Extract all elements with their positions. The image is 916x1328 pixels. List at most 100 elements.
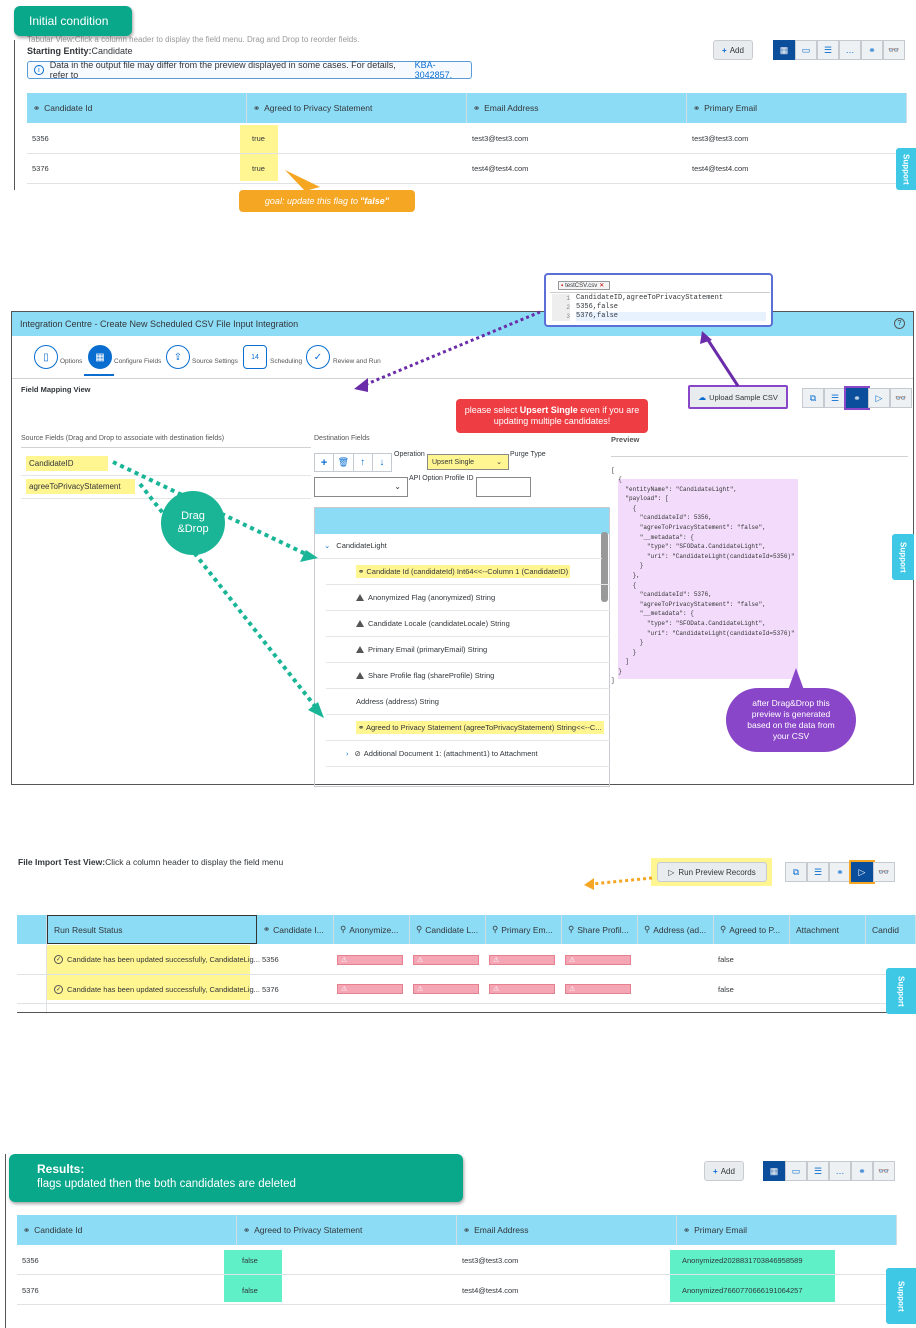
move-down-icon[interactable]: ↓: [379, 457, 385, 468]
table-cell: false: [718, 984, 734, 994]
view-toggle[interactable]: ▦▭☰…⚭👓: [773, 40, 905, 60]
copy-icon[interactable]: ⧉: [785, 862, 807, 882]
preview-line: "type": "SFOData.CandidateLight",: [611, 543, 766, 551]
col-anonymized[interactable]: ⚲Anonymize...: [334, 915, 410, 944]
col-candidate-id[interactable]: ⚭Candidate Id: [17, 1215, 237, 1245]
pin-icon: ⚲: [720, 924, 727, 934]
tree-root[interactable]: ⌄CandidateLight: [324, 541, 387, 550]
view-toggle[interactable]: ⧉☰⚭▷👓: [785, 860, 895, 884]
more-icon[interactable]: …: [829, 1161, 851, 1181]
col-agreed-privacy[interactable]: ⚲Agreed to P...: [714, 915, 790, 944]
link-off-icon: ⚭: [358, 723, 366, 732]
preview-line: {: [611, 476, 622, 483]
review-run-step-icon[interactable]: ✓: [306, 345, 330, 369]
col-attachment[interactable]: Attachment: [790, 915, 866, 944]
col-primary-email[interactable]: ⚭Primary Email: [677, 1215, 897, 1245]
glasses-icon[interactable]: 👓: [873, 1161, 895, 1181]
api-option-profile-input[interactable]: [476, 477, 531, 497]
glasses-icon[interactable]: 👓: [873, 862, 895, 882]
col-email[interactable]: ⚭Email Address: [457, 1215, 677, 1245]
col-candidate-id[interactable]: ⚭Candidate Id: [27, 93, 247, 123]
grid-icon[interactable]: ▦: [763, 1161, 785, 1181]
link-off-icon[interactable]: ⚭: [844, 386, 870, 410]
tree-item-agreed-privacy[interactable]: ⚭ Agreed to Privacy Statement (agreeToPr…: [326, 715, 610, 741]
support-tab[interactable]: Support: [896, 148, 916, 190]
step-options[interactable]: Options: [60, 358, 83, 365]
support-tab[interactable]: Support: [892, 534, 914, 580]
preview-json: [618, 479, 798, 679]
col-run-result-status[interactable]: Run Result Status: [47, 915, 257, 944]
list-icon[interactable]: ☰: [817, 40, 839, 60]
after-dragdrop-note: after Drag&Drop this preview is generate…: [726, 688, 856, 752]
list-icon[interactable]: ☰: [824, 388, 846, 408]
step-configure-fields[interactable]: Configure Fields: [114, 358, 162, 365]
help-icon[interactable]: ?: [894, 318, 905, 329]
play-icon[interactable]: ▷: [849, 860, 875, 884]
link-off-icon[interactable]: ⚭: [861, 40, 883, 60]
copy-icon[interactable]: ⧉: [802, 388, 824, 408]
glasses-icon[interactable]: 👓: [883, 40, 905, 60]
tree-item-primary-email[interactable]: Primary Email (primaryEmail) String: [326, 637, 610, 663]
list-icon[interactable]: ☰: [807, 862, 829, 882]
csv-editor-window: ▪testCSV.csv✕ 1 2 3 CandidateID,agreeToP…: [544, 273, 773, 327]
tree-item-anonymized[interactable]: Anonymized Flag (anonymized) String: [326, 585, 610, 611]
link-off-icon[interactable]: ⚭: [829, 862, 851, 882]
tree-item-attachment[interactable]: ›⊘Additional Document 1: (attachment1) t…: [326, 741, 610, 767]
col-candidate-more[interactable]: Candid: [866, 915, 916, 944]
support-tab[interactable]: Support: [886, 968, 916, 1014]
purge-type-select[interactable]: ⌄: [314, 477, 408, 497]
list-icon[interactable]: ▭: [795, 40, 817, 60]
source-field-candidateid[interactable]: CandidateID: [26, 456, 108, 471]
col-primary-email[interactable]: ⚭Primary Email: [687, 93, 907, 123]
tree-item-address[interactable]: Address (address) String: [326, 689, 610, 715]
add-button[interactable]: +Add: [704, 1161, 744, 1181]
tree-item-locale[interactable]: Candidate Locale (candidateLocale) Strin…: [326, 611, 610, 637]
col-candidate-id[interactable]: ⚭Candidate I...: [257, 915, 334, 944]
grid-icon[interactable]: ▦: [773, 40, 795, 60]
col-primary-email[interactable]: ⚲Primary Em...: [486, 915, 562, 944]
tree-scrollbar[interactable]: [601, 532, 608, 602]
tree-item-candidate-id[interactable]: ⚭ Candidate Id (candidateId) Int64<<--Co…: [326, 559, 610, 585]
kba-link[interactable]: KBA-3042857.: [414, 60, 453, 80]
step-scheduling[interactable]: Scheduling: [270, 358, 303, 365]
view-toggle[interactable]: ▦▭☰…⚭👓: [763, 1161, 895, 1181]
play-icon[interactable]: ▷: [868, 388, 890, 408]
step-source-settings[interactable]: Source Settings: [192, 358, 238, 365]
run-preview-records-button[interactable]: ▷Run Preview Records: [657, 862, 767, 882]
col-agreed-privacy[interactable]: ⚭Agreed to Privacy Statement: [247, 93, 467, 123]
link-off-icon[interactable]: ⚭: [851, 1161, 873, 1181]
col-email[interactable]: ⚭Email Address: [467, 93, 687, 123]
add-icon[interactable]: +: [315, 454, 335, 471]
run-status-cell: ✓Candidate has been updated successfully…: [54, 954, 260, 964]
preview-line: "agreeToPrivacyStatement": "false",: [611, 600, 766, 608]
close-icon[interactable]: ✕: [599, 283, 605, 289]
glasses-icon[interactable]: 👓: [890, 388, 912, 408]
add-button[interactable]: +Add: [713, 40, 753, 60]
api-option-profile-label: API Option Profile ID: [409, 475, 474, 482]
list-icon[interactable]: ▭: [785, 1161, 807, 1181]
view-toggle[interactable]: ⧉☰⚭▷👓: [802, 386, 912, 410]
move-up-icon[interactable]: ↑: [354, 454, 373, 471]
configure-fields-step-icon[interactable]: ▦: [88, 345, 112, 369]
more-icon[interactable]: …: [839, 40, 861, 60]
support-tab[interactable]: Support: [886, 1268, 916, 1324]
source-settings-step-icon[interactable]: ⇪: [166, 345, 190, 369]
preview-line: "candidateId": 5356,: [611, 514, 712, 522]
delete-icon[interactable]: 🗑: [334, 454, 354, 471]
col-candidate-locale[interactable]: ⚲Candidate L...: [410, 915, 486, 944]
col-agreed-privacy[interactable]: ⚭Agreed to Privacy Statement: [237, 1215, 457, 1245]
source-field-agree[interactable]: agreeToPrivacyStatement: [26, 479, 135, 494]
table-cell: 5376: [262, 984, 279, 994]
operation-select[interactable]: Upsert Single⌄: [427, 454, 509, 470]
scheduling-step-icon[interactable]: 14: [243, 345, 267, 369]
col-share-profile[interactable]: ⚲Share Profil...: [562, 915, 638, 944]
initial-condition-banner: Initial condition: [14, 6, 132, 36]
link-off-icon: ⚭: [473, 102, 481, 113]
list-icon[interactable]: ☰: [807, 1161, 829, 1181]
options-step-icon[interactable]: ▯: [34, 345, 58, 369]
tree-item-share-profile[interactable]: Share Profile flag (shareProfile) String: [326, 663, 610, 689]
info-icon: i: [34, 65, 44, 75]
step-review-run[interactable]: Review and Run: [333, 358, 381, 365]
csv-tab[interactable]: ▪testCSV.csv✕: [558, 281, 610, 290]
col-address[interactable]: ⚲Address (ad...: [638, 915, 714, 944]
